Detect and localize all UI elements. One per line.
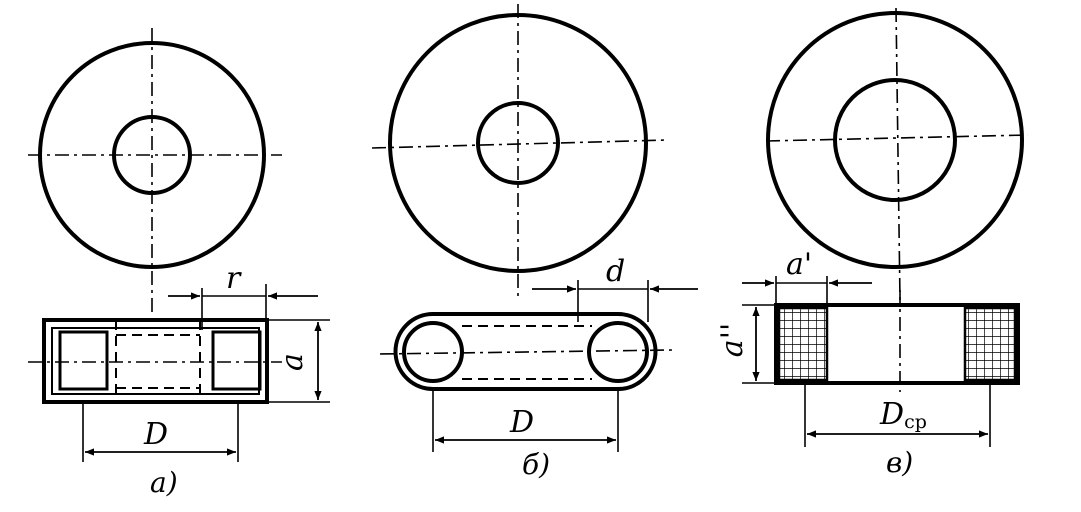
- figure-a-side-section: [28, 318, 282, 404]
- figure-a-label-r: r: [226, 261, 242, 296]
- figure-b-top-view: [371, 4, 669, 300]
- figure-c-horizontal-axis: [765, 134, 1029, 142]
- figure-b-side-section: [379, 312, 673, 391]
- figure-b-caption: б): [522, 448, 550, 481]
- figure-b-label-d-big: D: [509, 405, 534, 440]
- figure-a-inner-rect: [51, 327, 260, 395]
- figure-a-caption: а): [150, 466, 178, 499]
- figure-c-label-dcp: Dcp: [879, 397, 927, 433]
- figure-c-dim-dcp: [804, 383, 991, 447]
- figure-c-outer-rect: [774, 303, 1020, 385]
- figure-c-caption: в): [886, 446, 913, 479]
- figure-c-label-a2: a'': [715, 323, 750, 357]
- figure-c-dim-a1: [742, 276, 872, 305]
- figure-b-section-axis: [379, 349, 673, 355]
- figure-c-side-section: [774, 290, 1020, 392]
- figure-b-inner-circle: [476, 101, 560, 185]
- figure-a-dim-r: [168, 284, 318, 330]
- figure-c-top-view: [765, 7, 1029, 301]
- figure-c: a' a'' Dcp в): [715, 7, 1029, 479]
- figure-c-dim-a2: [742, 304, 776, 384]
- figure-a: r a D а): [28, 28, 330, 499]
- figure-c-vertical-axis: [895, 7, 901, 301]
- figure-a-right-winding: [211, 330, 262, 391]
- figure-b-left-wire: [402, 321, 464, 383]
- figure-c-label-dcp-sub: cp: [904, 411, 927, 433]
- figure-a-dim-d: [82, 402, 239, 462]
- figure-c-left-winding: [777, 306, 829, 382]
- figure-c-inner-circle: [833, 78, 957, 202]
- figure-c-label-a1: a': [786, 247, 812, 282]
- figure-a-label-a: a: [275, 353, 310, 371]
- figure-b-dim-d: [532, 280, 698, 322]
- figure-b: d D б): [371, 4, 698, 481]
- figure-c-outer-circle: [766, 11, 1024, 269]
- figure-c-label-dcp-main: D: [879, 397, 904, 432]
- figure-b-label-d-small: d: [606, 254, 625, 289]
- figure-a-left-winding: [58, 330, 109, 391]
- figure-b-dim-d-big: [432, 389, 619, 452]
- figure-b-left-cap: [393, 312, 434, 391]
- figure-a-top-view: [28, 28, 282, 312]
- figure-a-label-d: D: [143, 417, 168, 452]
- figure-b-right-cap: [617, 312, 658, 391]
- figure-a-dim-a: [268, 319, 330, 403]
- figure-b-right-wire: [587, 321, 649, 383]
- figure-c-right-winding: [963, 306, 1017, 382]
- figure-b-horizontal-axis: [371, 139, 669, 149]
- figure-a-outer-rect: [42, 318, 269, 404]
